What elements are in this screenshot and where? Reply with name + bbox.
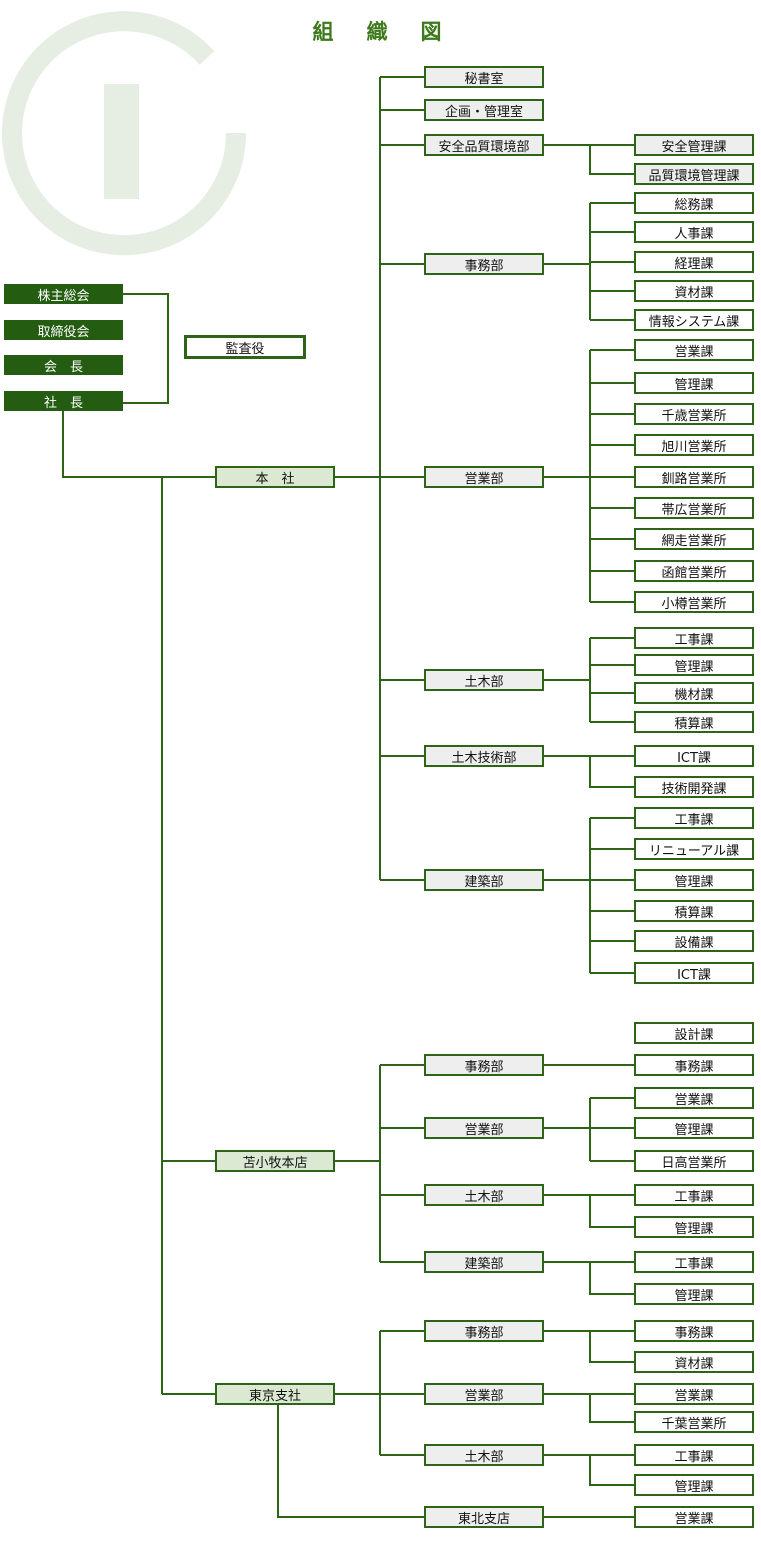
tokyo-sales-dept: 営業部 — [424, 1383, 544, 1405]
hq-sales-section: 小樽営業所 — [634, 591, 754, 613]
tohoku-branch-box: 東北支店 — [424, 1506, 544, 1528]
chairman-box: 会 長 — [4, 355, 123, 375]
tomakomai-sales-section: 日高営業所 — [634, 1150, 754, 1172]
hq-safety-section: 品質環境管理課 — [634, 163, 754, 185]
hq-admin-section: 経理課 — [634, 251, 754, 273]
tokyo-admin-section: 資材課 — [634, 1351, 754, 1373]
hq-civil-tech-section: 技術開発課 — [634, 776, 754, 798]
hq-civil-section: 管理課 — [634, 654, 754, 676]
hq-architecture-section: 工事課 — [634, 807, 754, 829]
hq-safety-dept: 安全品質環境部 — [424, 134, 544, 156]
hq-architecture-section: ICT課 — [634, 962, 754, 984]
board-of-directors-box: 取締役会 — [4, 320, 123, 340]
hq-sales-section: 管理課 — [634, 372, 754, 394]
hq-admin-section: 総務課 — [634, 192, 754, 214]
tokyo-civil-dept: 土木部 — [424, 1444, 544, 1466]
hq-sales-section: 網走営業所 — [634, 528, 754, 550]
hq-civil-dept: 土木部 — [424, 669, 544, 691]
hq-admin-dept: 事務部 — [424, 253, 544, 275]
hq-civil-tech-section: ICT課 — [634, 745, 754, 767]
tokyo-civil-section: 管理課 — [634, 1474, 754, 1496]
tomakomai-sales-section: 営業課 — [634, 1087, 754, 1109]
hq-architecture-section: 管理課 — [634, 869, 754, 891]
hq-sales-section: 営業課 — [634, 339, 754, 361]
hq-sales-section: 千歳営業所 — [634, 403, 754, 425]
hq-civil-tech-dept: 土木技術部 — [424, 745, 544, 767]
tomakomai-civil-section: 管理課 — [634, 1216, 754, 1238]
hq-sales-section: 函館営業所 — [634, 560, 754, 582]
tomakomai-architecture-section: 管理課 — [634, 1283, 754, 1305]
tomakomai-sales-dept: 営業部 — [424, 1117, 544, 1139]
head-office-box: 本 社 — [215, 466, 335, 488]
hq-architecture-dept: 建築部 — [424, 869, 544, 891]
tokyo-sales-section: 営業課 — [634, 1383, 754, 1405]
hq-civil-section: 積算課 — [634, 711, 754, 733]
tomakomai-sales-section: 管理課 — [634, 1117, 754, 1139]
hq-admin-section: 資材課 — [634, 280, 754, 302]
hq-sales-section: 釧路営業所 — [634, 466, 754, 488]
hq-civil-section: 機材課 — [634, 682, 754, 704]
tokyo-sales-section: 千葉営業所 — [634, 1411, 754, 1433]
hq-sales-dept: 営業部 — [424, 466, 544, 488]
hq-architecture-section: 積算課 — [634, 900, 754, 922]
tokyo-branch-box: 東京支社 — [215, 1383, 335, 1405]
tokyo-admin-section: 事務課 — [634, 1320, 754, 1342]
hq-sales-section: 帯広営業所 — [634, 497, 754, 519]
tomakomai-architecture-section: 工事課 — [634, 1251, 754, 1273]
hq-architecture-section: リニューアル課 — [634, 838, 754, 860]
tokyo-civil-section: 工事課 — [634, 1444, 754, 1466]
hq-architecture-section: 設備課 — [634, 930, 754, 952]
tomakomai-admin-section: 事務課 — [634, 1054, 754, 1076]
tomakomai-main-branch-box: 苫小牧本店 — [215, 1150, 335, 1172]
hq-sales-section: 旭川営業所 — [634, 434, 754, 456]
tomakomai-civil-dept: 土木部 — [424, 1184, 544, 1206]
auditor-box: 監査役 — [184, 335, 306, 359]
tomakomai-civil-section: 工事課 — [634, 1184, 754, 1206]
page-title: 組 織 図 — [312, 20, 448, 44]
hq-admin-section: 情報システム課 — [634, 309, 754, 331]
tohoku-sales-section: 営業課 — [634, 1506, 754, 1528]
president-box: 社 長 — [4, 391, 123, 411]
shareholders-meeting-box: 株主総会 — [4, 284, 123, 304]
tokyo-admin-dept: 事務部 — [424, 1320, 544, 1342]
hq-secretary-office: 秘書室 — [424, 66, 544, 88]
tomakomai-admin-dept: 事務部 — [424, 1054, 544, 1076]
hq-civil-section: 工事課 — [634, 627, 754, 649]
hq-safety-section: 安全管理課 — [634, 134, 754, 156]
tomakomai-design-section: 設計課 — [634, 1022, 754, 1044]
hq-planning-office: 企画・管理室 — [424, 99, 544, 121]
hq-admin-section: 人事課 — [634, 221, 754, 243]
tomakomai-architecture-dept: 建築部 — [424, 1251, 544, 1273]
